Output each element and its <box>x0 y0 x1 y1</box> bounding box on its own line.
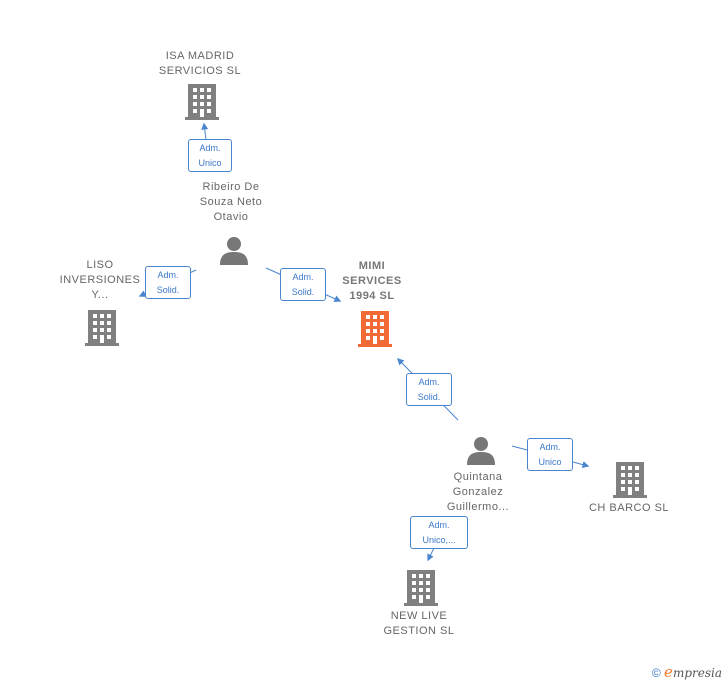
edge-label-ribeiro-mimi[interactable]: Adm. Solid. <box>280 268 326 301</box>
person-icon[interactable] <box>466 436 496 466</box>
brand-initial: e <box>664 663 673 681</box>
copyright-icon: © <box>651 666 661 680</box>
building-icon[interactable] <box>185 84 219 120</box>
company-label: NEW LIVE GESTION SL <box>383 610 455 637</box>
company-node-ch-barco[interactable]: CH BARCO SL <box>574 501 684 516</box>
company-label: LISO INVERSIONES Y... <box>59 259 141 301</box>
company-label: MIMI SERVICES 1994 SL <box>342 260 402 302</box>
edge-label-quintana-mimi[interactable]: Adm. Solid. <box>406 373 452 406</box>
building-icon[interactable] <box>613 462 647 498</box>
person-node-ribeiro[interactable]: Ribeiro De Souza Neto Otavio <box>180 180 282 225</box>
edge-label-ribeiro-liso[interactable]: Adm. Solid. <box>145 266 191 299</box>
building-icon[interactable] <box>85 310 119 346</box>
brand-logo: empresia <box>664 663 722 681</box>
edge-label-quintana-newlive[interactable]: Adm. Unico,... <box>410 516 468 549</box>
edge-label-quintana-chbarco[interactable]: Adm. Unico <box>527 438 573 471</box>
company-node-liso[interactable]: LISO INVERSIONES Y... <box>50 258 150 303</box>
brand-name: mpresia <box>672 666 722 680</box>
brand-footer: © empresia <box>652 663 722 681</box>
building-icon[interactable] <box>404 570 438 606</box>
company-node-mimi-services[interactable]: MIMI SERVICES 1994 SL <box>322 259 422 304</box>
company-node-new-live[interactable]: NEW LIVE GESTION SL <box>368 609 470 639</box>
person-node-quintana[interactable]: Quintana Gonzalez Guillermo... <box>428 470 528 515</box>
person-icon[interactable] <box>219 236 249 266</box>
company-label: CH BARCO SL <box>588 502 670 514</box>
building-icon[interactable] <box>358 311 392 347</box>
edge-label-ribeiro-isa[interactable]: Adm. Unico <box>188 139 232 172</box>
person-label: Quintana Gonzalez Guillermo... <box>446 471 510 513</box>
person-label: Ribeiro De Souza Neto Otavio <box>199 181 263 223</box>
company-node-isa-madrid[interactable]: ISA MADRID SERVICIOS SL <box>140 49 260 79</box>
company-label: ISA MADRID SERVICIOS SL <box>158 50 242 77</box>
